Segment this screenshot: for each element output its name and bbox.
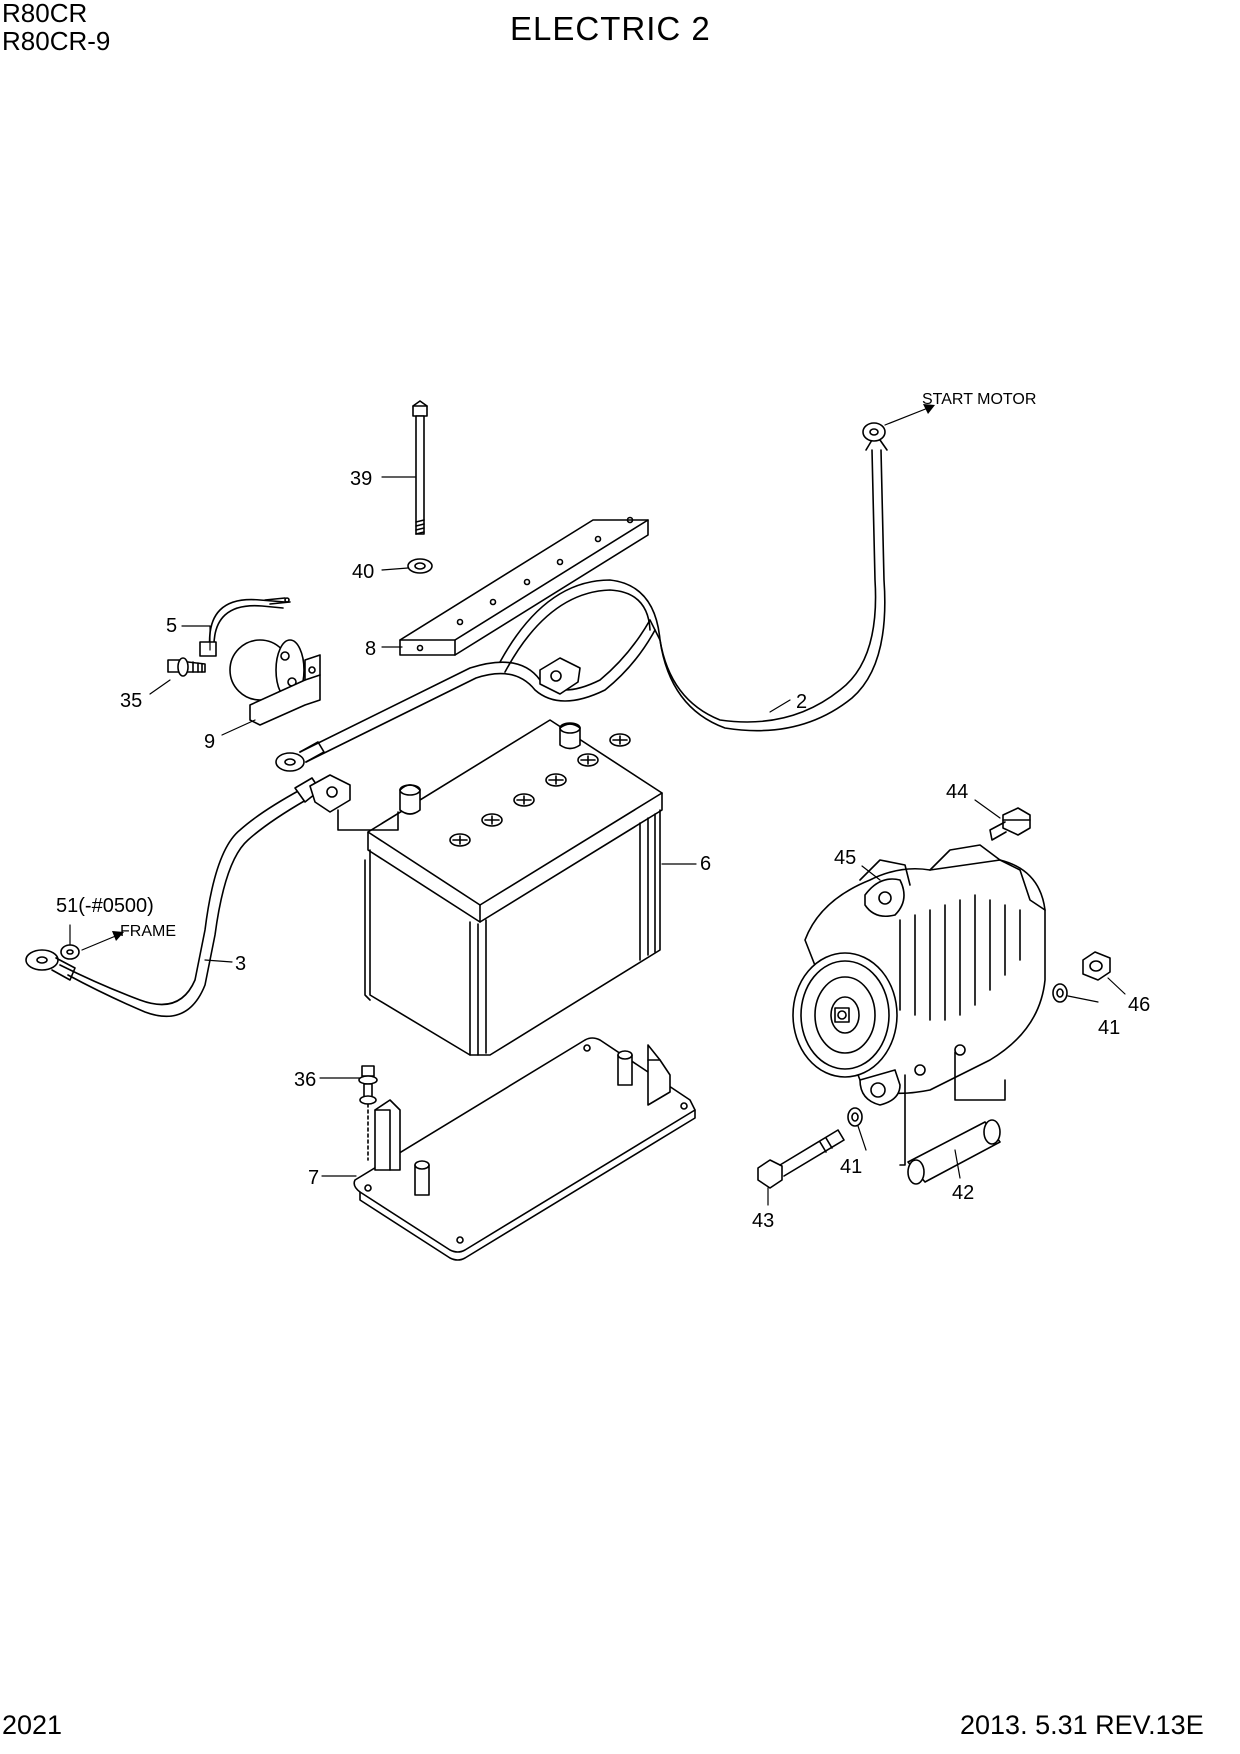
battery-tray-7: [353, 1037, 696, 1261]
callout-40: 40: [352, 561, 374, 583]
callout-46: 46: [1128, 994, 1150, 1016]
callout-39: 39: [350, 468, 372, 490]
callout-41-rear: 41: [1098, 1017, 1120, 1039]
bolt-35: [167, 657, 206, 677]
washer-40: [407, 558, 433, 574]
callout-35: 35: [120, 690, 142, 712]
callout-42: 42: [952, 1182, 974, 1204]
callout-7: 7: [308, 1167, 319, 1189]
arrow-icon: [923, 404, 935, 414]
callout-36: 36: [294, 1069, 316, 1091]
bolt-36: [358, 1065, 378, 1161]
battery-relay-5: [199, 597, 305, 701]
callout-8: 8: [365, 638, 376, 660]
callout-45: 45: [834, 847, 856, 869]
annotation-start-motor: START MOTOR: [922, 391, 1036, 408]
annotation-frame: FRAME: [120, 923, 176, 940]
revision-label: 2013. 5.31 REV.13E: [960, 1710, 1204, 1740]
nut-46: [1082, 951, 1111, 981]
bolt-44: [989, 807, 1031, 841]
model-name-primary: R80CR: [2, 0, 88, 28]
bracket-9: [249, 654, 321, 726]
washer-51: [60, 944, 80, 960]
washer-41-front: [847, 1107, 863, 1127]
bracket-bar-8: [399, 516, 649, 656]
bolt-43: [757, 1129, 845, 1189]
callout-5: 5: [166, 615, 177, 637]
callout-6: 6: [700, 853, 711, 875]
callout-43: 43: [752, 1210, 774, 1232]
callout-44: 44: [946, 781, 968, 803]
model-name-secondary: R80CR-9: [2, 26, 111, 56]
battery-6: [364, 719, 663, 1056]
alternator-45: [792, 844, 1046, 1166]
spacer-42: [907, 1119, 1001, 1185]
bolt-39: [412, 400, 428, 535]
arrow-icon: [112, 931, 124, 941]
page-number: 2021: [2, 1710, 63, 1740]
callout-9: 9: [204, 731, 215, 753]
page-title: ELECTRIC 2: [510, 10, 711, 47]
cable-2: [275, 422, 888, 772]
callout-41-front: 41: [840, 1156, 862, 1178]
callout-3: 3: [235, 953, 246, 975]
washer-41-rear: [1052, 983, 1068, 1003]
leader-lines: [69, 407, 1126, 1206]
callout-51: 51(-#0500): [56, 895, 154, 917]
callout-2: 2: [796, 691, 807, 713]
